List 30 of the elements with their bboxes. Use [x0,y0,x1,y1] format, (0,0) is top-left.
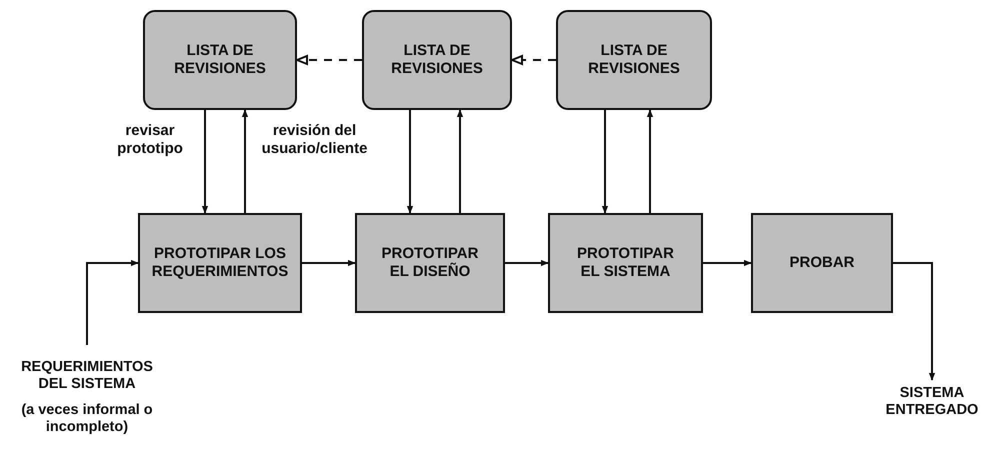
box-label: PROBAR [789,254,854,272]
dashed-arrow [511,55,556,65]
box-label: PROTOTIPAR EL DISEÑO [380,245,480,281]
arrow [646,109,654,213]
process-box [138,213,302,313]
revision-list-box [556,10,712,110]
process-box [355,213,505,313]
box-label: PROTOTIPAR LOS REQUERIMIENTOS [150,245,290,281]
node-text: SISTEMA ENTREGADO [884,384,980,420]
box-label: PROTOTIPAR EL SISTEMA [576,245,675,281]
box-label: LISTA DE REVISIONES [390,42,484,78]
dashed-arrow [296,55,362,65]
arrow [703,260,752,266]
arrow [456,109,464,213]
arrow [86,260,139,345]
revision-list-box [362,10,512,110]
node-text: REQUERIMIENTOS DEL SISTEMA [21,358,153,394]
arrow [406,110,414,214]
revision-list-box [143,10,297,110]
arrow [302,260,356,266]
arrow [505,260,549,266]
process-box [751,213,893,313]
arrow [242,109,248,213]
process-box [548,213,703,313]
arrow [202,110,208,214]
box-label: LISTA DE REVISIONES [173,42,267,78]
arrow [893,262,936,381]
box-label: LISTA DE REVISIONES [587,42,681,78]
note-text: (a veces informal o incompleto) [21,402,153,436]
arrow [602,110,608,214]
